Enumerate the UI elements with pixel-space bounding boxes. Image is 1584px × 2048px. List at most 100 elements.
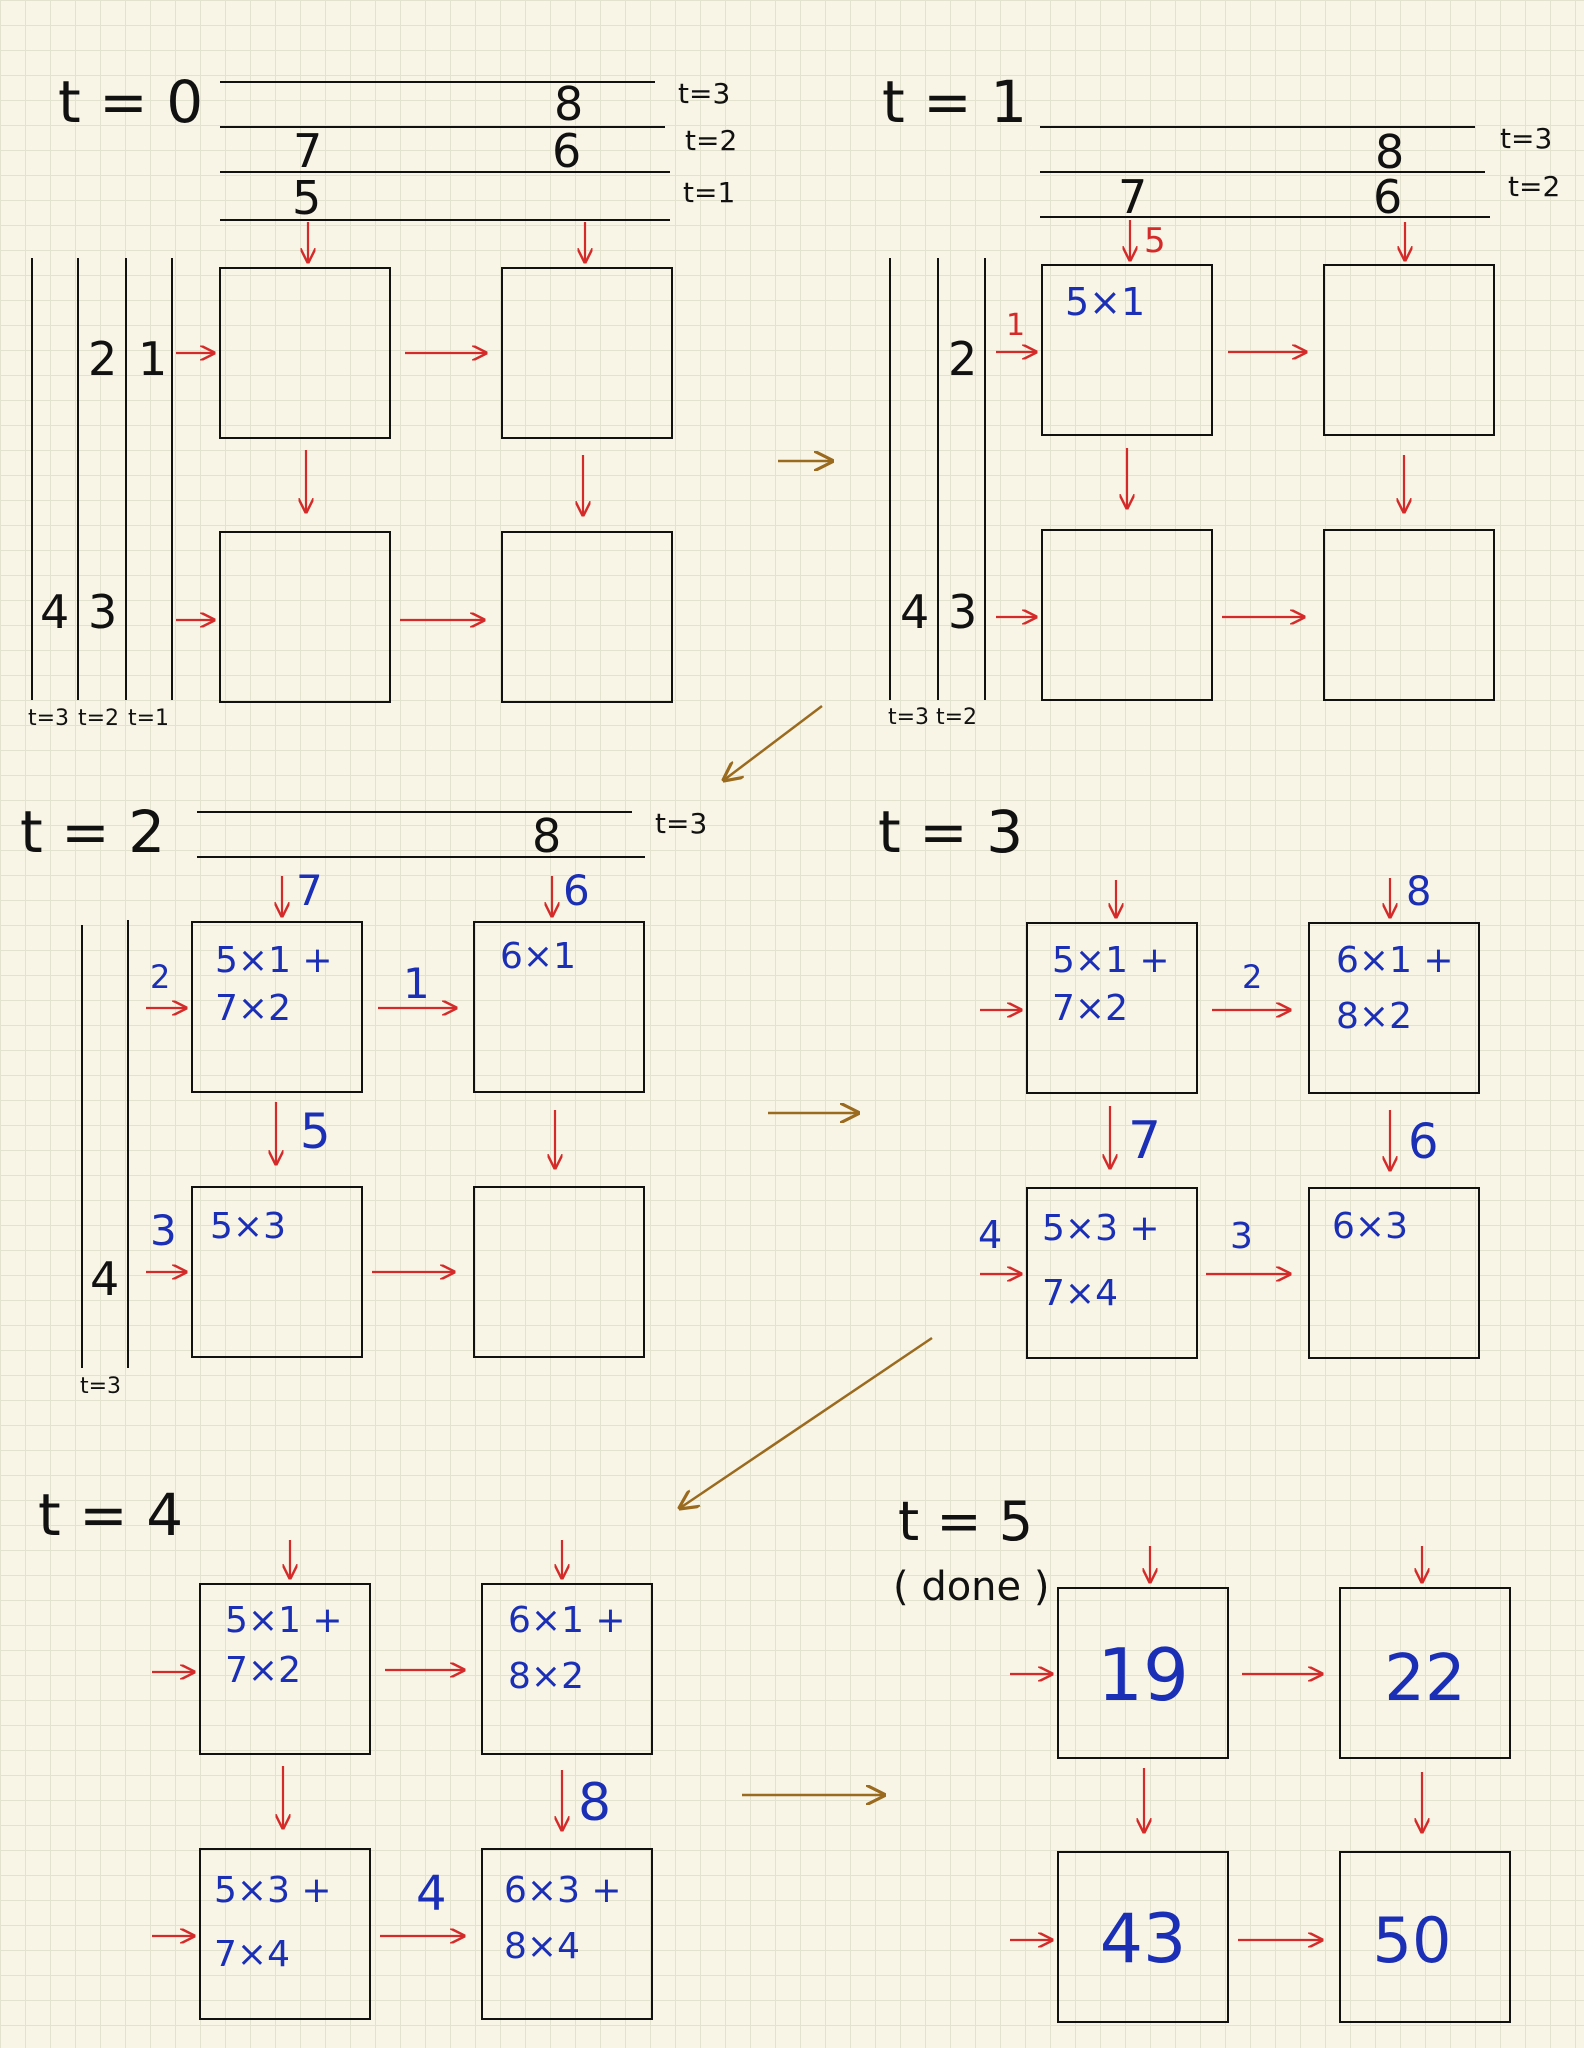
row-label-t1: t=1 bbox=[683, 176, 735, 209]
col-label-t3: t=3 bbox=[80, 1374, 121, 1399]
cell-value: 6×3 bbox=[1332, 1206, 1408, 1247]
pe-cell bbox=[199, 1848, 371, 2020]
panel-subtitle: ( done ) bbox=[893, 1564, 1049, 1610]
flow-value: 7 bbox=[1128, 1111, 1161, 1171]
cell-value: 6×1 + bbox=[1336, 940, 1454, 981]
pe-cell bbox=[1057, 1851, 1229, 2023]
cell-value: 8×4 bbox=[504, 1926, 580, 1967]
row-label-t2: t=2 bbox=[685, 124, 737, 157]
pe-cell bbox=[1026, 922, 1198, 1094]
flow-value: 7 bbox=[296, 866, 323, 915]
panel-t0: t = 0 t=3 t=2 t=1 8 7 6 5 t=3 t=2 t=1 2 … bbox=[28, 68, 737, 731]
step-arrow bbox=[680, 1336, 933, 1508]
panel-t5: t = 5 ( done ) 19 22 43 50 bbox=[893, 1490, 1511, 2023]
pe-cell bbox=[191, 1186, 363, 1358]
cell-value: 5×1 bbox=[1065, 280, 1145, 324]
queued-value: 8 bbox=[1375, 125, 1404, 179]
queued-value: 2 bbox=[948, 332, 977, 386]
queued-value: 4 bbox=[90, 1252, 119, 1306]
panel-t3: t = 3 5×1 + 7×2 6×1 + 8×2 5×3 + 7×4 6×3 … bbox=[878, 798, 1480, 1359]
row-label-t2: t=2 bbox=[1508, 170, 1560, 203]
row-label-t3: t=3 bbox=[1500, 122, 1552, 155]
panel-t1: t = 1 t=3 t=2 8 7 6 t=3 t=2 2 4 3 5×1 5 … bbox=[882, 68, 1560, 730]
pe-cell bbox=[1323, 529, 1495, 701]
pe-cell bbox=[219, 531, 391, 703]
col-label-t3: t=3 bbox=[28, 706, 69, 731]
panel-title: t = 3 bbox=[878, 798, 1023, 866]
flow-value: 8 bbox=[578, 1773, 611, 1833]
cell-value: 6×1 bbox=[500, 936, 576, 977]
col-label-t1: t=1 bbox=[128, 706, 169, 731]
queued-value: 2 bbox=[88, 332, 117, 386]
panel-title: t = 4 bbox=[38, 1481, 183, 1549]
queued-value: 7 bbox=[1118, 170, 1147, 224]
cell-value: 6×1 + bbox=[508, 1600, 626, 1641]
panel-title: t = 1 bbox=[882, 68, 1027, 136]
pe-cell bbox=[473, 1186, 645, 1358]
pe-cell bbox=[1308, 922, 1480, 1094]
queued-value: 8 bbox=[554, 77, 583, 131]
pe-cell bbox=[1339, 1587, 1511, 1759]
row-label-t3: t=3 bbox=[678, 77, 730, 110]
col-label-t3: t=3 bbox=[888, 705, 929, 730]
cell-value: 7×2 bbox=[1052, 988, 1128, 1029]
queued-value: 1 bbox=[138, 332, 167, 386]
flow-value: 4 bbox=[416, 1866, 447, 1922]
pe-cell bbox=[1339, 1851, 1511, 2023]
result-value: 19 bbox=[1097, 1633, 1189, 1717]
cell-value: 7×2 bbox=[215, 988, 291, 1029]
flow-value: 5 bbox=[1144, 221, 1166, 261]
queued-value: 3 bbox=[948, 585, 977, 639]
panel-title: t = 0 bbox=[58, 68, 203, 136]
flow-value: 8 bbox=[1406, 869, 1431, 915]
step-arrow bbox=[724, 705, 823, 780]
pe-cell bbox=[501, 267, 673, 439]
flow-value: 2 bbox=[150, 958, 170, 996]
flow-value: 6 bbox=[563, 866, 590, 915]
pe-cell bbox=[1026, 1187, 1198, 1359]
cell-value: 7×4 bbox=[214, 1934, 290, 1975]
col-label-t2: t=2 bbox=[936, 705, 977, 730]
queued-value: 4 bbox=[40, 585, 69, 639]
cell-value: 5×1 + bbox=[225, 1600, 343, 1641]
panel-title: t = 5 bbox=[898, 1490, 1033, 1553]
cell-value: 5×3 + bbox=[214, 1870, 332, 1911]
pe-cell bbox=[1308, 1187, 1480, 1359]
queued-value: 4 bbox=[900, 585, 929, 639]
pe-cell bbox=[473, 921, 645, 1093]
pe-cell bbox=[1041, 529, 1213, 701]
queued-value: 8 bbox=[532, 809, 561, 863]
pe-cell bbox=[1057, 1587, 1229, 1759]
result-value: 43 bbox=[1100, 1900, 1187, 1979]
cell-value: 5×1 + bbox=[1052, 940, 1170, 981]
queued-value: 5 bbox=[292, 171, 321, 225]
flow-value: 4 bbox=[978, 1213, 1002, 1257]
flow-value: 6 bbox=[1408, 1114, 1439, 1170]
cell-value: 5×3 bbox=[210, 1206, 286, 1247]
flow-value: 3 bbox=[150, 1206, 177, 1255]
cell-value: 5×3 + bbox=[1042, 1208, 1160, 1249]
result-value: 50 bbox=[1373, 1904, 1452, 1977]
row-label-t3: t=3 bbox=[655, 807, 707, 840]
pe-cell bbox=[481, 1848, 653, 2020]
cell-value: 7×2 bbox=[225, 1650, 301, 1691]
flow-value: 2 bbox=[1242, 958, 1262, 996]
queued-value: 7 bbox=[293, 124, 322, 178]
cell-value: 5×1 + bbox=[215, 940, 333, 981]
pe-cell bbox=[1041, 264, 1213, 436]
col-label-t2: t=2 bbox=[78, 706, 119, 731]
queued-value: 6 bbox=[552, 124, 581, 178]
queued-value: 6 bbox=[1373, 170, 1402, 224]
pe-cell bbox=[199, 1583, 371, 1755]
panel-title: t = 2 bbox=[20, 798, 165, 866]
pe-cell bbox=[501, 531, 673, 703]
pe-cell bbox=[481, 1583, 653, 1755]
pe-cell bbox=[1323, 264, 1495, 436]
flow-value: 5 bbox=[300, 1104, 331, 1160]
pe-cell bbox=[219, 267, 391, 439]
flow-value: 1 bbox=[403, 959, 430, 1008]
cell-value: 7×4 bbox=[1042, 1273, 1118, 1314]
flow-value: 3 bbox=[1230, 1216, 1253, 1257]
panel-t2: t = 2 t=3 8 t=3 4 5×1 + 7×2 6×1 5×3 2 3 … bbox=[20, 798, 707, 1399]
panel-t4: t = 4 5×1 + 7×2 6×1 + 8×2 5×3 + 7×4 6×3 … bbox=[38, 1481, 653, 2020]
